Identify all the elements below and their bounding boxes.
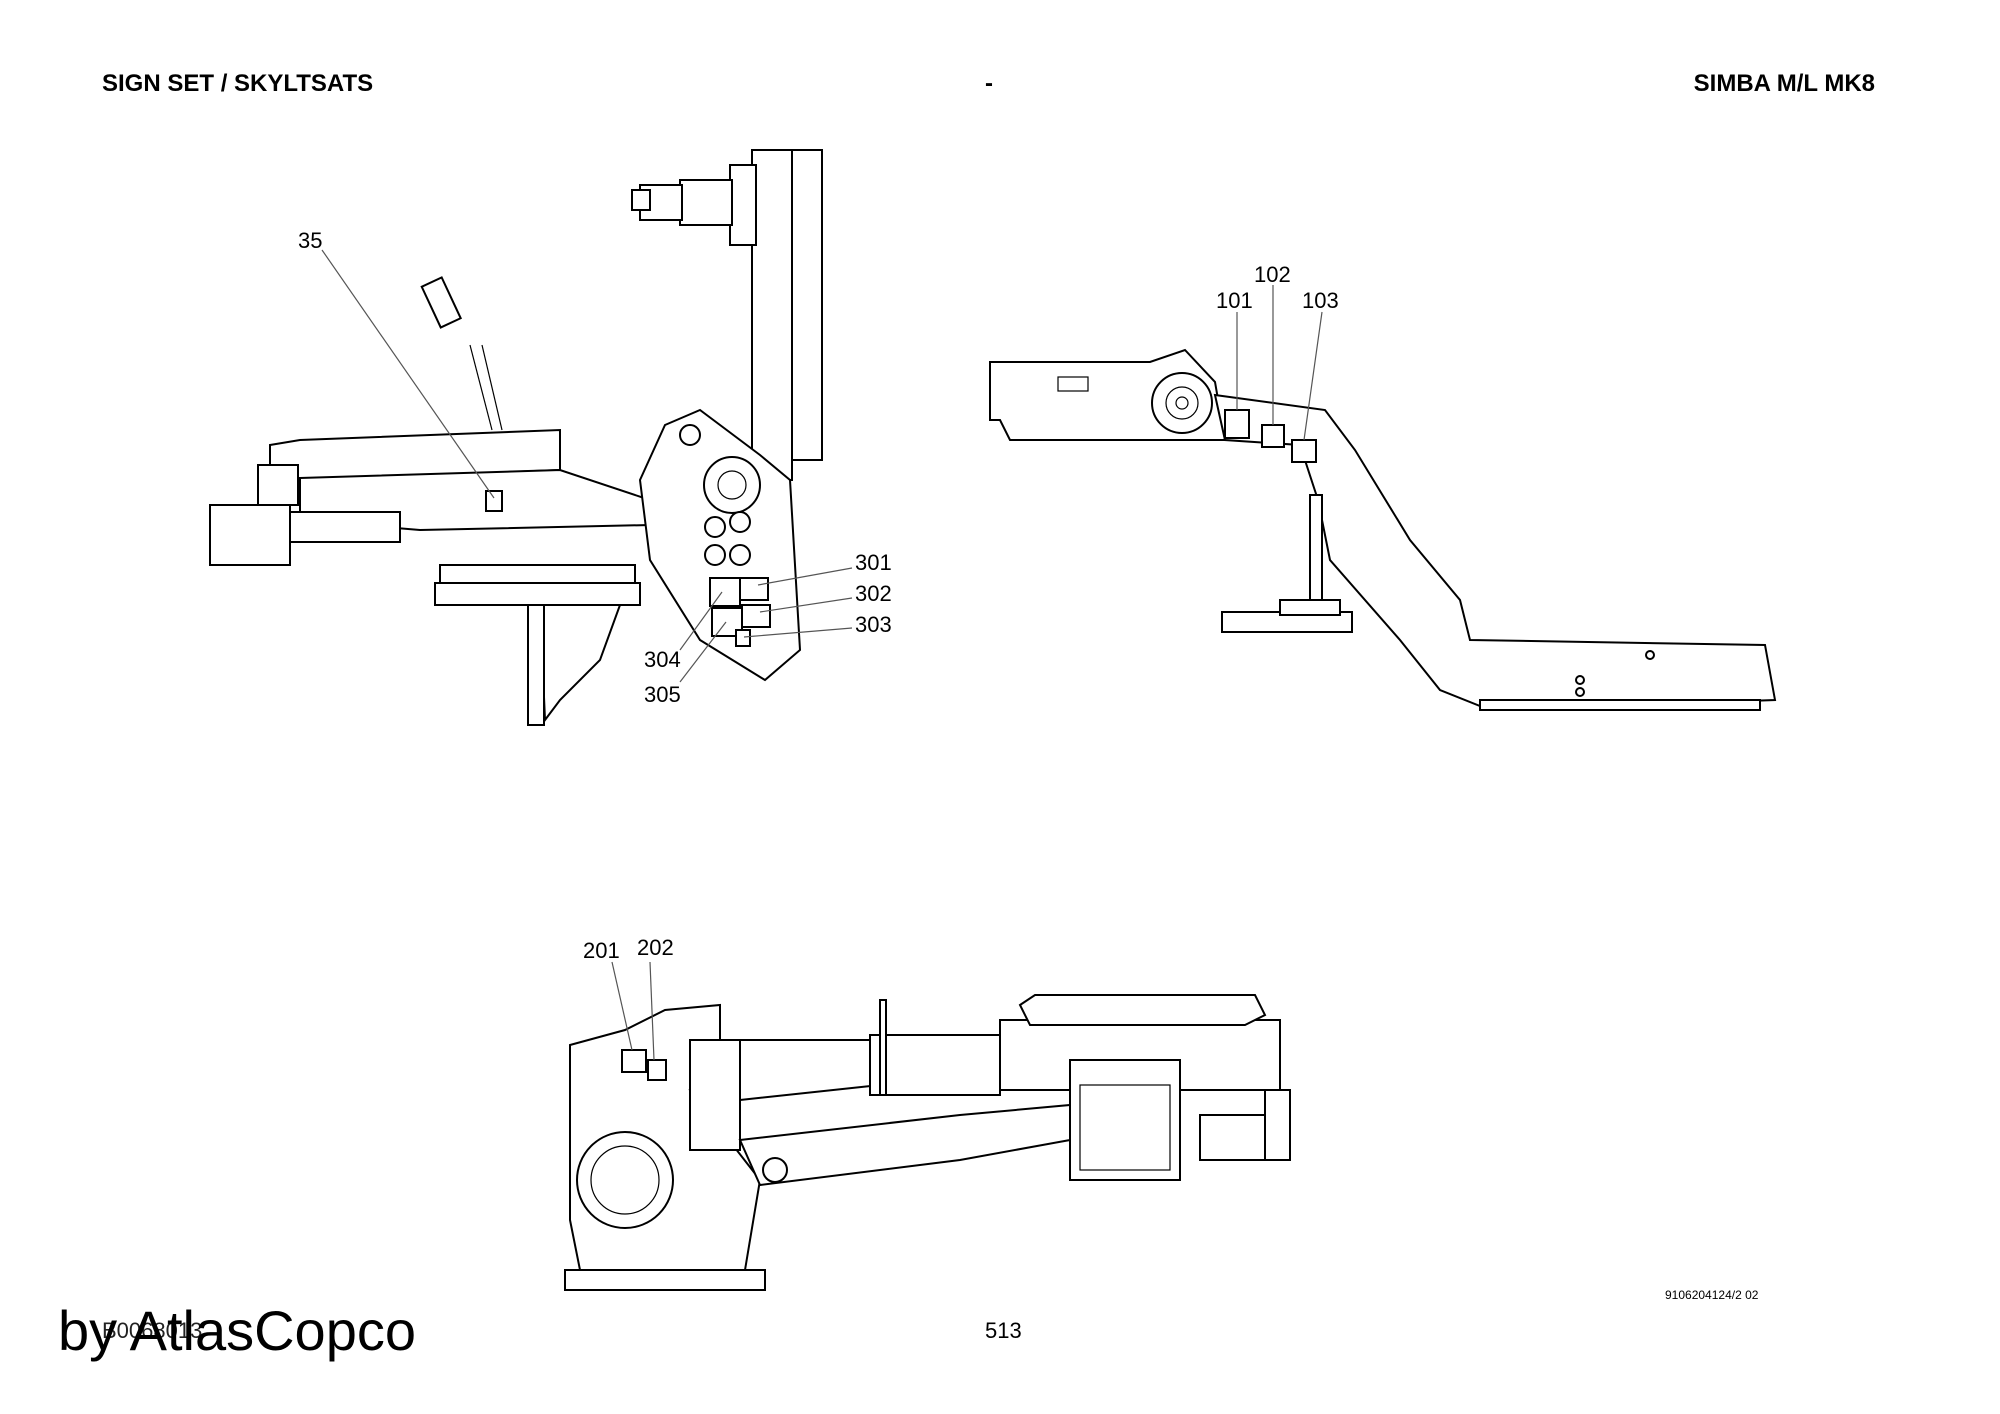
sign-303: [735, 629, 751, 647]
sign-201: [621, 1049, 647, 1073]
callout-305: 305: [644, 682, 681, 707]
sign-102: [1261, 424, 1285, 448]
callout-301: 301: [855, 550, 892, 575]
boom-view-upper-left: [209, 149, 823, 726]
leaders-view-1: [321, 249, 853, 683]
callout-202: 202: [637, 935, 674, 960]
leaders-view-2: [1236, 285, 1323, 441]
leaders-view-3: [611, 961, 655, 1061]
sign-301: [739, 577, 769, 601]
boom-view-bottom: [564, 994, 1291, 1291]
section-separator: -: [985, 70, 993, 97]
sign-302: [741, 604, 771, 628]
document-title: SIGN SET / SKYLTSATS: [102, 70, 374, 97]
callout-304: 304: [644, 647, 681, 672]
callout-303: 303: [855, 612, 892, 637]
sign-202: [647, 1059, 667, 1081]
callout-35: 35: [298, 228, 322, 253]
boom-view-upper-right: [989, 348, 1777, 712]
drawing-number: 9106204124/2 02: [1665, 1288, 1759, 1302]
callout-103: 103: [1302, 288, 1339, 313]
sign-35: [485, 490, 503, 512]
sign-103: [1291, 439, 1317, 463]
page-number: 513: [985, 1318, 1022, 1343]
sign-101: [1224, 409, 1250, 439]
machine-model: SIMBA M/L MK8: [1693, 70, 1875, 97]
watermark: by AtlasCopco: [58, 1299, 416, 1362]
callout-201: 201: [583, 938, 620, 963]
callout-302: 302: [855, 581, 892, 606]
callout-101: 101: [1216, 288, 1253, 313]
document-code: B0068013: [102, 1318, 203, 1343]
callout-102: 102: [1254, 262, 1291, 287]
